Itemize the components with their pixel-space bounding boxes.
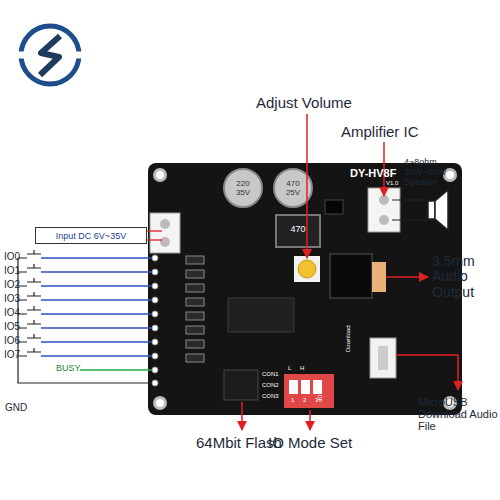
callout-label: CON3: [262, 393, 279, 400]
amplifier-chip: [325, 200, 343, 214]
callout-label: 64Mbit Flash: [196, 435, 282, 452]
callout-label: GND: [5, 402, 27, 413]
speaker-symbol: [392, 190, 448, 230]
resistor-array: [186, 256, 204, 362]
input-terminal: [150, 213, 180, 253]
callout-label: 3: [315, 397, 318, 404]
callout-label: IO2: [4, 279, 20, 290]
pin-header: [152, 255, 158, 386]
callout-label: IO6: [4, 335, 20, 346]
callout-label: IO7: [4, 349, 20, 360]
callout-label: Adjust Volume: [256, 95, 352, 112]
callout-label: IO4: [4, 307, 20, 318]
decoder-chip: [228, 298, 294, 332]
node-text: Input DC 6V~35V: [56, 231, 126, 241]
volume-potentiometer: [294, 256, 320, 282]
callout-label: BUSY: [56, 364, 81, 374]
input-box: Input DC 6V~35V: [35, 227, 147, 244]
flash-chip: [224, 370, 258, 400]
callout-label: Amplifier IC: [341, 124, 419, 141]
callout-label: H: [300, 365, 304, 372]
callout-label: 470: [287, 225, 309, 235]
callout-label: MicroUSB Download Audio File: [418, 396, 498, 432]
callout-label: Download: [345, 325, 352, 352]
callout-label: 220 35V: [231, 180, 255, 198]
callout-label: 3.5mm Audio Output: [432, 254, 498, 300]
callout-label: V1.0: [386, 180, 398, 187]
dip-switch: [284, 374, 334, 408]
callout-arrow: [242, 114, 458, 430]
brand-logo: [18, 26, 82, 84]
audio-jack: [330, 254, 386, 298]
io-wiring: [18, 250, 152, 383]
inductor: [276, 215, 320, 247]
callout-label: CON2: [262, 382, 279, 389]
callout-label: 470 25V: [281, 180, 305, 198]
pcb-board: [148, 163, 462, 415]
callout-label: DY-HV8F: [350, 167, 396, 179]
callout-label: 4~8ohm 10W~20W Speaker: [404, 158, 454, 188]
micro-usb: [370, 338, 396, 378]
callout-label: CON1: [262, 371, 279, 378]
input-wire: [147, 231, 162, 240]
callout-label: 2: [303, 397, 306, 404]
callout-label: IO1: [4, 265, 20, 276]
callout-label: IO5: [4, 321, 20, 332]
callout-label: 1: [291, 397, 294, 404]
capacitor: [224, 169, 312, 207]
callout-label: IO3: [4, 293, 20, 304]
callout-label: L: [288, 365, 291, 372]
callout-label: IO0: [4, 251, 20, 262]
